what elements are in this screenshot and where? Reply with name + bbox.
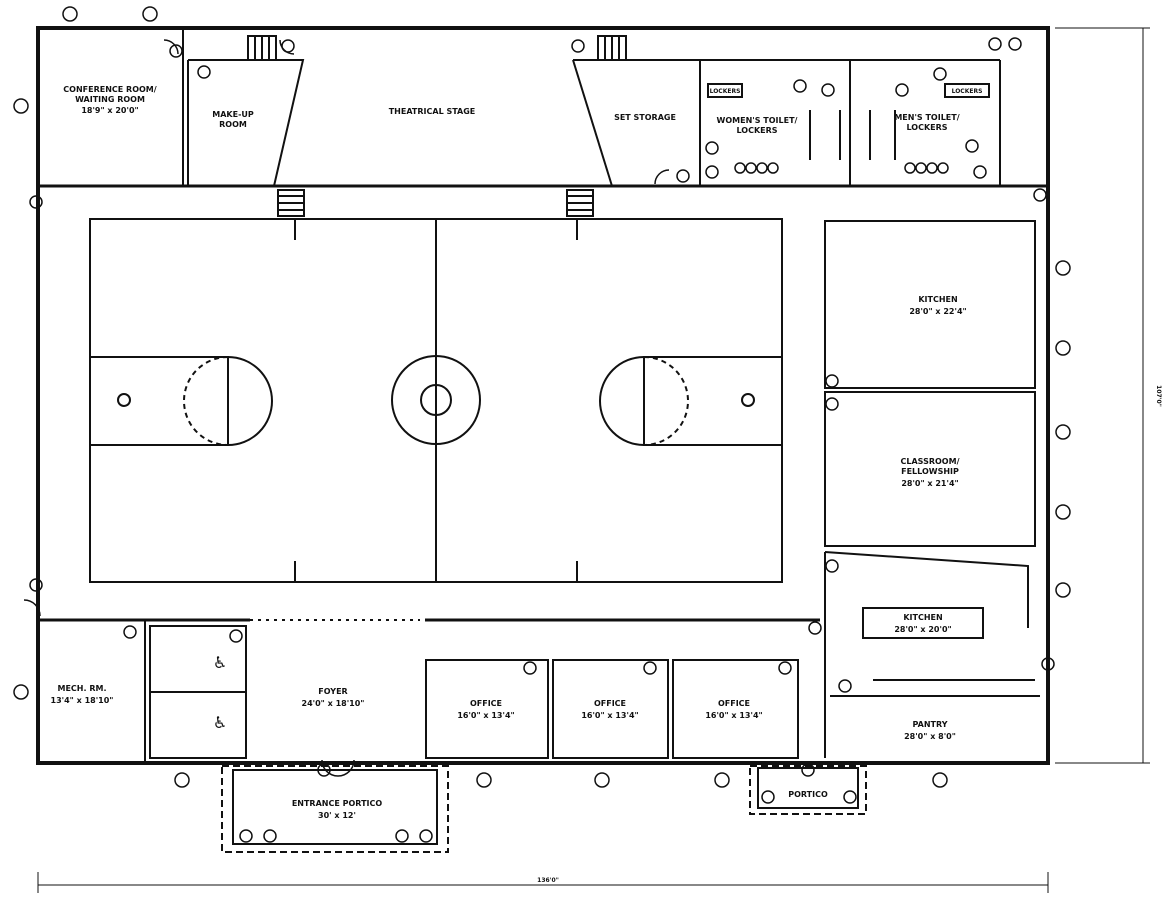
mech-size: 13'4" x 18'10" (51, 696, 114, 705)
dimension-lines (37, 27, 1150, 893)
right-hoop (741, 393, 755, 407)
classroom-wall (824, 391, 1036, 547)
left-key (89, 356, 229, 446)
office-1-wall (425, 659, 549, 759)
kitchen-lower-name: KITCHEN (903, 613, 942, 622)
portico-name: PORTICO (788, 790, 828, 799)
mech-name: MECH. RM. (58, 684, 107, 693)
kitchen-upper-name: KITCHEN (918, 295, 957, 304)
mens-lockers-label: LOCKERS (952, 88, 983, 95)
womens-lockers-box (707, 83, 743, 98)
office-2-size: 16'0" x 13'4" (581, 711, 638, 720)
classroom-name-1: CLASSROOM/ (901, 457, 960, 466)
makeup-name-2: ROOM (219, 120, 247, 129)
outer-wall (36, 26, 1050, 765)
mens-lockers-box (944, 83, 990, 98)
exterior-columns (13, 6, 1071, 843)
office-2-wall (552, 659, 669, 759)
foyer-name: FOYER (318, 687, 347, 696)
kitchen-lower-label-box (862, 607, 984, 639)
office-2-name: OFFICE (594, 699, 626, 708)
mens-name-1: MEN'S TOILET/ (894, 113, 959, 122)
set-storage-name: SET STORAGE (614, 113, 676, 122)
womens-name-2: LOCKERS (736, 126, 777, 135)
entrance-portico-size: 30' x 12' (318, 811, 356, 820)
office-1-size: 16'0" x 13'4" (457, 711, 514, 720)
right-free-throw-arc (599, 356, 645, 446)
office-3-size: 16'0" x 13'4" (705, 711, 762, 720)
entrance-portico-outline (221, 765, 449, 853)
kitchen-lower-size: 28'0" x 20'0" (894, 625, 951, 634)
overall-depth: 107'0" (1155, 385, 1162, 407)
pantry-size: 28'0" x 8'0" (904, 732, 956, 741)
office-3-name: OFFICE (718, 699, 750, 708)
kitchen-upper-size: 28'0" x 22'4" (909, 307, 966, 316)
makeup-wall (188, 59, 305, 187)
portico-outline (749, 765, 867, 815)
kitchen-lower-wall (824, 551, 1029, 628)
stage-name: THEATRICAL STAGE (389, 107, 476, 116)
makeup-name-1: MAKE-UP (212, 110, 254, 119)
kitchen-upper-wall (824, 220, 1036, 389)
womens-name-1: WOMEN'S TOILET/ (717, 116, 798, 125)
accessible-icon: ♿ (213, 713, 227, 732)
womens-lockers-label: LOCKERS (710, 88, 741, 95)
entrance-portico-name: ENTRANCE PORTICO (292, 799, 383, 808)
left-free-throw-arc (227, 356, 273, 446)
stage-stairs-right (566, 189, 594, 217)
stage-rear-stairs-left (247, 35, 277, 61)
doors (23, 37, 1055, 777)
right-key (643, 356, 783, 446)
office-1-name: OFFICE (470, 699, 502, 708)
classroom-name-2: FELLOWSHIP (901, 467, 959, 476)
overall-width: 136'0" (537, 877, 559, 884)
foyer-size: 24'0" x 18'10" (302, 699, 365, 708)
center-circle (391, 355, 481, 445)
mens-name-2: LOCKERS (906, 123, 947, 132)
conference-size: 18'9" x 20'0" (81, 106, 138, 115)
accessible-icon: ♿ (213, 653, 227, 672)
office-3-wall (672, 659, 799, 759)
stage-rear-stairs-right (597, 35, 627, 61)
classroom-size: 28'0" x 21'4" (901, 479, 958, 488)
stage-stairs-left (277, 189, 305, 217)
conference-name-2: WAITING ROOM (75, 95, 145, 104)
left-hoop (117, 393, 131, 407)
conference-name-1: CONFERENCE ROOM/ (63, 85, 156, 94)
pantry-name: PANTRY (913, 720, 948, 729)
